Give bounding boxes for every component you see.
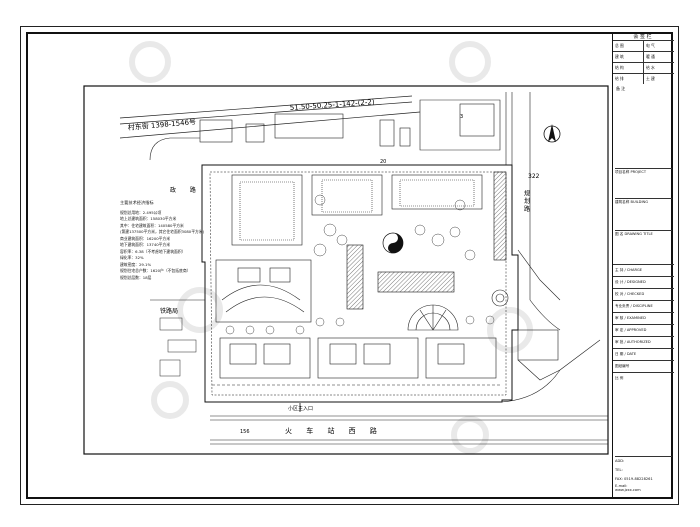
signoff-cell: 结 构 xyxy=(613,63,644,73)
indicators-list: 规划总用地：2.495公顷地上总建筑面积：158030平方米其中：住宅建筑面积：… xyxy=(120,210,230,282)
contact-block: ADD: TEL: FAX: 0519-88228261 E-mail: www… xyxy=(615,456,672,493)
indicator-line: 绿化率：32% xyxy=(120,255,144,260)
staff-row: 专业负责 / DISCIPLINE xyxy=(613,300,674,312)
yin-yang-plaza-icon xyxy=(382,232,404,254)
signoff-cell: 电 气 xyxy=(646,43,655,48)
staff-row: 主 持 / CHARGE xyxy=(613,264,674,276)
semicircle-plaza xyxy=(407,304,459,331)
project-name-label: 项目名称 PROJECT xyxy=(615,168,672,175)
north-building-num: 3 xyxy=(460,114,463,120)
indicator-line: 地上总建筑面积：158030平方米 xyxy=(120,216,177,221)
web-label: www.jzxx.com xyxy=(615,488,641,492)
indicator-line: 建筑密度：29.1% xyxy=(120,261,152,267)
staff-row: 校 对 / CHECKED xyxy=(613,288,674,300)
staff-row: 比 例 xyxy=(613,372,674,384)
signoff-cell: 给 排 xyxy=(613,74,644,84)
lower-building-row xyxy=(212,337,500,386)
fax-label: FAX: 0519-88228261 xyxy=(615,477,653,481)
signoff-row: 总 图电 气 xyxy=(613,40,674,51)
staff-row: 图纸编号 xyxy=(613,360,674,372)
indicator-line: 规划住宅总户数：1620户（不包括底商） xyxy=(120,268,191,273)
title-block: 总 图电 气建 筑暖 通结 构给 水给 排土 建 备 注 项目名称 PROJEC… xyxy=(612,32,674,499)
signoff-cell: 给 水 xyxy=(646,65,655,70)
indicator-line: (第建137500平方米，其它住宅面积3080平方米) xyxy=(120,229,205,234)
existing-buildings-north xyxy=(149,99,501,161)
indicators-title: 主要技术经济指标 xyxy=(120,200,154,205)
site-boundary xyxy=(201,164,519,403)
drawing-inner-border xyxy=(26,32,673,499)
signoff-header: 会 签 栏 xyxy=(633,34,652,40)
building-name-label: 建筑名称 BUILDING xyxy=(615,198,672,205)
road-code-label: 51.50-50.25-1-142-(2-2) xyxy=(290,98,376,112)
indicator-line: 容积率：6.38（不考虑地下建筑面积） xyxy=(120,248,186,254)
staff-row: 设 计 / DESIGNED xyxy=(613,276,674,288)
indicator-line: 规划总层数：18层 xyxy=(120,274,152,280)
drawing-outer-border xyxy=(20,26,679,505)
north-arrow-icon xyxy=(543,124,561,143)
signoff-cell: 建 筑 xyxy=(613,52,644,62)
watermark-logos xyxy=(129,41,533,454)
dim-top: 20 xyxy=(380,159,386,165)
signoff-cell: 土 建 xyxy=(646,76,655,81)
west-existing-buildings xyxy=(150,299,205,377)
east-entrance-structure xyxy=(491,289,561,381)
dim-small: 156 xyxy=(240,429,250,435)
signoff-row: 结 构给 水 xyxy=(613,62,674,73)
plan-frame xyxy=(83,85,609,455)
road-bottom-label: 火 车 站 西 路 xyxy=(285,426,383,435)
address-label: ADD: xyxy=(615,459,625,463)
indicator-line: 商业建筑面积：16200平方米 xyxy=(120,235,171,241)
signoff-row: 给 排土 建 xyxy=(613,73,674,84)
upper-building-row xyxy=(231,174,483,246)
tel-label: TEL: xyxy=(615,468,623,472)
indicator-line: 地下建筑面积：13740平方米 xyxy=(120,242,171,247)
signoff-table: 总 图电 气建 筑暖 通结 构给 水给 排土 建 xyxy=(613,40,674,84)
staff-row: 审 批 / AUTHORIZED xyxy=(613,336,674,348)
drawing-title-label: 图 名 DRAWING TITLE xyxy=(615,230,672,237)
hatched-buildings xyxy=(346,171,507,310)
technical-indicators: 主要技术经济指标 规划总用地：2.495公顷地上总建筑面积：158030平方米其… xyxy=(120,200,230,281)
signoff-cell: 总 图 xyxy=(613,41,644,51)
entrance-label: 小区主入口 xyxy=(288,405,313,412)
bottom-road-lines xyxy=(210,339,608,445)
staff-row: 审 定 / APPROVED xyxy=(613,324,674,336)
indicator-line: 其中：住宅建筑面积：140580平方米 xyxy=(120,222,184,228)
west-courtyard xyxy=(215,259,312,323)
staff-row: 审 核 / EXAMINED xyxy=(613,312,674,324)
remarks-label: 备 注 xyxy=(616,86,626,91)
road-right-label: 规 划 路 xyxy=(523,189,530,213)
right-road-lines xyxy=(505,92,561,331)
signoff-row: 建 筑暖 通 xyxy=(613,51,674,62)
landscape-trees xyxy=(225,194,495,335)
indicator-line: 规划总用地：2.495公顷 xyxy=(120,209,162,215)
staff-row: 日 期 / DATE xyxy=(613,348,674,360)
email-label: E-mail: xyxy=(615,484,628,488)
road-left-label: 政 路 xyxy=(170,186,202,194)
street-top-label: 村东街 1398-1546号 xyxy=(127,117,196,132)
signoff-cell: 暖 通 xyxy=(646,54,655,59)
road-right-num: 322 xyxy=(528,173,540,180)
left-place-label: 铁路局 xyxy=(160,307,178,315)
top-road-lines xyxy=(119,95,421,139)
